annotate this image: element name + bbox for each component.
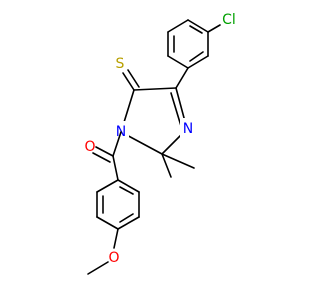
canvas-background [0, 0, 300, 300]
bond-c5-s-b [127, 69, 140, 88]
bond-double-n3-c4 [170, 92, 182, 127]
bond-aryl-methoxy-oxygen [113, 228, 119, 249]
bond-carbonyl-oxygen-b [92, 152, 111, 163]
bond-carbonyl-to-aryl [112, 155, 119, 181]
methoxy-methyl-bond [87, 261, 109, 275]
methyl-bond-left [161, 153, 172, 178]
bond-ring-a-6 [167, 19, 189, 33]
bond-ring-b-1 [117, 179, 140, 193]
molecule-structure-diagram: Cl S N N O [0, 0, 300, 300]
n3-label-backdrop [180, 118, 196, 138]
aromatic-inner-a-1 [189, 25, 203, 34]
methoxy-oxygen-label: O [108, 250, 119, 266]
bond-ring-b-6 [96, 179, 119, 193]
aromatic-inner-a-2 [189, 51, 204, 62]
bond-chlorophenyl-to-imidazole [175, 67, 189, 89]
aromatic-inner-b-1 [119, 186, 134, 195]
chlorine-atom-label: Cl [222, 12, 236, 28]
bond-ring-b-3 [117, 216, 140, 230]
molecule-canvas: Cl S N N O [0, 0, 300, 300]
methoxyphenyl-ring [96, 179, 140, 230]
bond-c5-s-a [122, 72, 135, 91]
bond-ring-a-1 [187, 19, 209, 33]
n1-label-backdrop [113, 121, 129, 141]
chlorophenyl-ring [167, 19, 209, 69]
carbonyl-oxygen-label: O [84, 139, 95, 155]
bond-ring-a-3 [187, 55, 209, 69]
nitrogen-ring-atom-label: N [183, 121, 193, 137]
methyl-bond-right [161, 153, 195, 169]
bond-n-carbonyl-carbon [112, 131, 122, 157]
bond-c4-c5 [133, 87, 177, 91]
bond-aryl-chlorine [207, 24, 221, 33]
bond-carbonyl-oxygen-a [95, 146, 114, 157]
sulfur-atom-label: S [116, 56, 125, 72]
aromatic-inner-b-2 [119, 213, 134, 223]
bond-ring-a-4 [167, 55, 189, 69]
bond-ring-b-4 [96, 216, 119, 230]
